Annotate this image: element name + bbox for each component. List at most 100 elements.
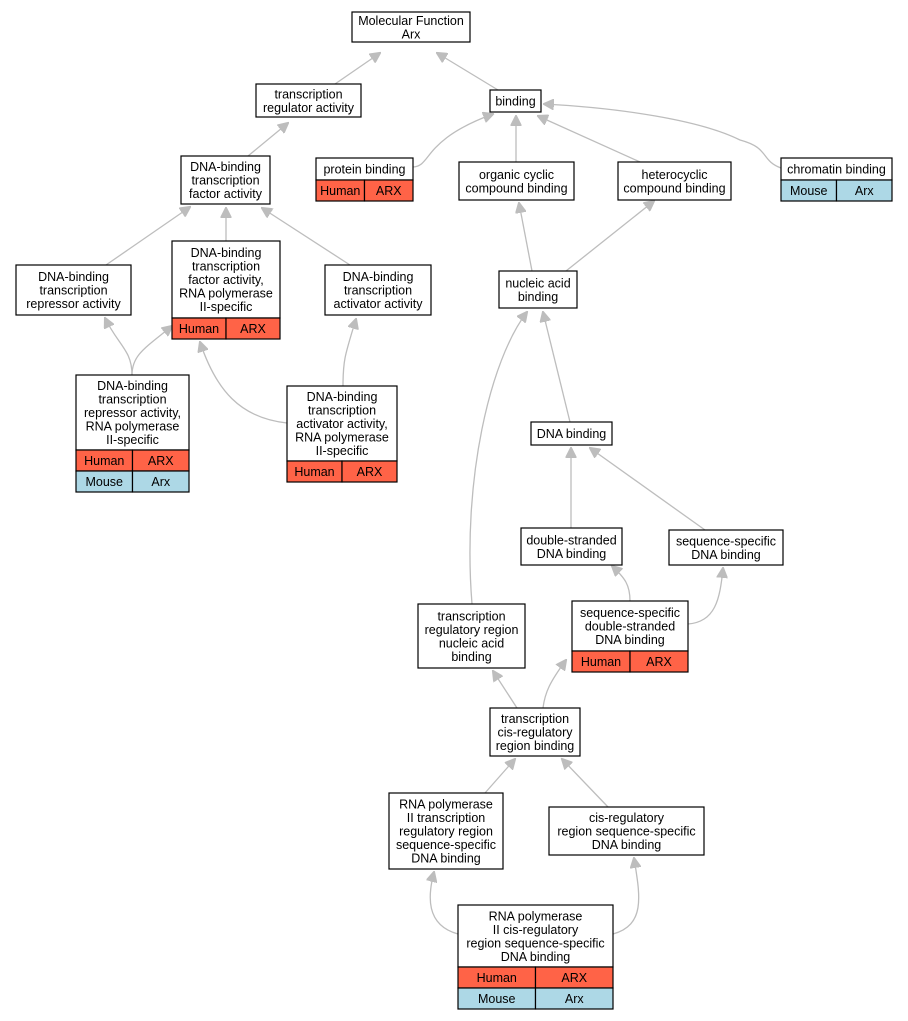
term-box [417,603,526,669]
term-box [498,270,578,309]
human-gene-cell [341,460,398,483]
mouse-gene-cell [131,470,190,493]
go-term-bind[interactable]: binding [489,89,542,113]
term-box [668,529,784,566]
species-label: Human [320,184,360,198]
term-label-line: II cis-regulatory [493,923,579,937]
term-label-line: DNA-binding [38,270,109,284]
human-gene-cell [629,650,689,673]
term-label-line: transcription [98,393,166,407]
gene-label[interactable]: Arx [151,475,171,489]
gene-label[interactable]: ARX [357,465,383,479]
term-label-line: heterocyclic [642,168,708,182]
term-label-line: sequence-specific [580,606,680,620]
gene-label[interactable]: Arx [565,992,585,1006]
term-label-line: II transcription [407,811,486,825]
term-label-line: transcription [192,260,260,274]
term-label-line: Molecular Function [358,14,464,28]
gene-label[interactable]: Arx [855,184,875,198]
edge-pol2cis-cisss [612,858,639,935]
term-label-line: RNA polymerase [295,431,389,445]
term-label-line: DNA binding [592,838,662,852]
term-label-line: nucleic acid [505,276,570,290]
edge-rep2-rep [105,318,133,376]
nodes: Molecular FunctionArxtranscriptionregula… [15,11,893,1010]
edge-nab-ocb [519,203,533,272]
term-label-line: RNA polymerase [399,798,493,812]
edge-trr-nab [469,312,527,605]
term-label-line: binding [451,650,491,664]
term-box [15,264,132,316]
gene-label[interactable]: ARX [376,184,402,198]
gene-label[interactable]: ARX [561,971,587,985]
term-label-line: compound binding [623,181,725,195]
mouse-gene-cell [835,179,893,202]
edge-nab-hcb [565,201,654,272]
species-label: Mouse [85,475,123,489]
edge-act-dbtf [262,208,351,266]
go-term-dna[interactable]: DNA binding [530,421,613,446]
term-label-line: DNA-binding [190,160,261,174]
term-label-line: factor activity [189,187,263,201]
term-box [75,374,190,451]
species-label: Mouse [478,992,516,1006]
mouse-gene-cell [534,987,614,1010]
term-label-line: DNA-binding [191,246,262,260]
species-label: Human [294,465,334,479]
edge-pol2cis-pol2trr [430,872,459,935]
term-box [617,161,732,201]
term-box [180,155,271,205]
term-label-line: region sequence-specific [557,825,695,839]
term-box [324,264,432,316]
term-label-line: protein binding [323,163,405,177]
edge-dbtf-trx [247,123,288,157]
term-label-line: DNA-binding [307,390,378,404]
term-label-line: DNA binding [537,427,607,441]
term-label-line: regulatory region [399,825,493,839]
term-label-line: factor activity, [188,273,263,287]
gene-label[interactable]: ARX [148,454,174,468]
term-label-line: regulatory region [425,623,519,637]
term-label-line: sequence-specific [676,534,776,548]
term-label-line: repressor activity [26,297,121,311]
term-label-line: activator activity [334,297,424,311]
term-label-line: transcription [191,174,259,188]
term-box [286,385,398,462]
term-label-line: nucleic acid [439,636,504,650]
term-label-line: transcription [274,87,342,101]
edge-rep2-pol2 [131,326,172,376]
edge-pol2trr-cis [484,759,515,794]
term-label-line: compound binding [465,181,567,195]
term-box [351,11,471,43]
edge-cis-trr [493,671,518,709]
human-gene-cell [363,179,414,202]
term-label-line: transcription [344,284,412,298]
gene-label[interactable]: ARX [240,322,266,336]
term-box [255,83,362,118]
term-box [489,89,542,113]
gene-label[interactable]: ARX [646,655,672,669]
term-label-line: region binding [496,739,575,753]
